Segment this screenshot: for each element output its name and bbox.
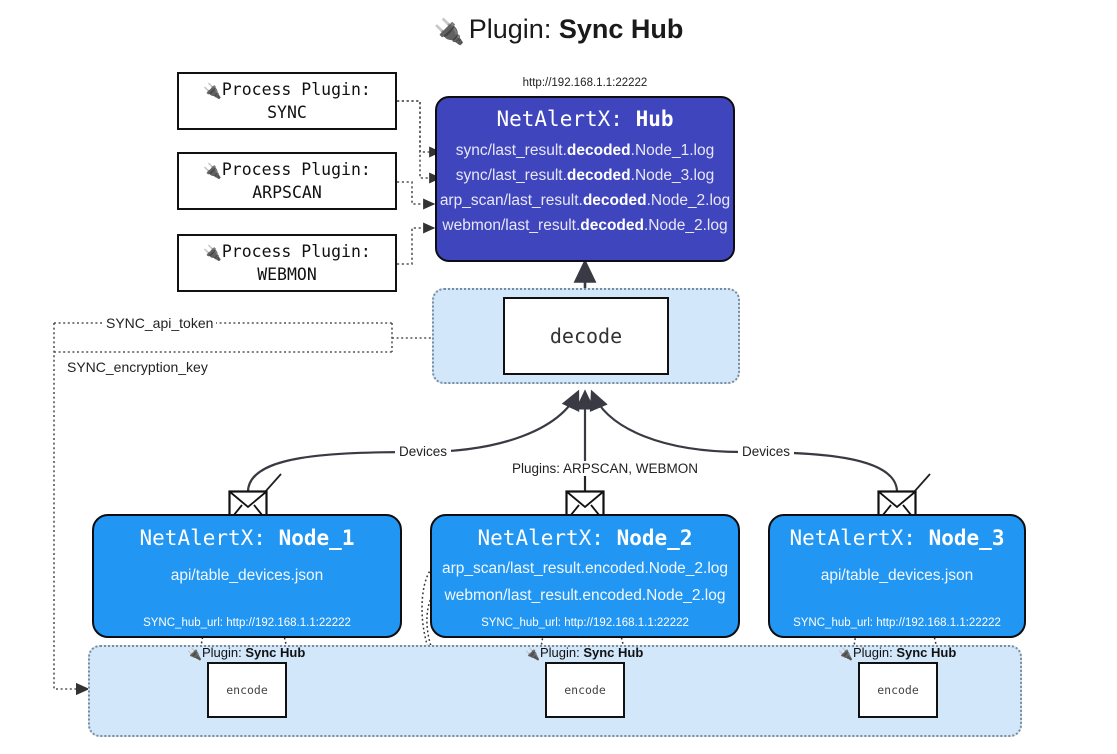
hub-url-label: http://192.168.1.1:22222 — [522, 77, 648, 89]
node-app: NetAlertX: — [789, 526, 916, 550]
decode-box[interactable]: decode — [503, 297, 669, 375]
hub-log-line: sync/last_result.decoded.Node_1.log — [455, 142, 715, 159]
node-name: Node_1 — [278, 526, 355, 550]
encoder-prefix: Plugin: — [852, 645, 893, 660]
devices-label-left: Devices — [395, 444, 452, 459]
hub-log-list: sync/last_result.decoded.Node_1.log sync… — [437, 138, 733, 238]
process-plugin-name: ARPSCAN — [252, 183, 322, 202]
sync-api-token-label: SYNC_api_token — [103, 315, 217, 331]
process-plugin-name: WEBMON — [257, 265, 317, 284]
process-plugin-arpscan[interactable]: 🔌Process Plugin: ARPSCAN — [177, 152, 397, 210]
page-title: 🔌Plugin: Sync Hub — [0, 14, 1117, 47]
node-hub-url: SYNC_hub_url: http://192.168.1.1:22222 — [143, 617, 351, 629]
node-name: Node_2 — [616, 526, 693, 550]
node-title: NetAlertX: Node_3 — [770, 526, 1024, 550]
hub-log-line: sync/last_result.decoded.Node_3.log — [455, 167, 715, 184]
hub-name: Hub — [635, 107, 674, 131]
process-plugin-label: Process Plugin: — [221, 160, 371, 179]
encode-label: encode — [226, 683, 268, 697]
plug-icon: 🔌 — [203, 82, 222, 100]
encoder-plugin-label-1: 🔌Plugin: Sync Hub — [187, 645, 305, 661]
process-plugin-label: Process Plugin: — [221, 80, 371, 99]
sync-encryption-key-label: SYNC_encryption_key — [64, 359, 211, 375]
node-resource-line: api/table_devices.json — [820, 567, 974, 584]
node-hub-url: SYNC_hub_url: http://192.168.1.1:22222 — [481, 617, 689, 629]
process-plugin-label: Process Plugin: — [221, 242, 371, 261]
process-plugin-webmon[interactable]: 🔌Process Plugin: WEBMON — [177, 234, 397, 292]
plug-icon: 🔌 — [187, 647, 202, 661]
hub-app: NetAlertX: — [496, 107, 623, 131]
node-title: NetAlertX: Node_1 — [94, 526, 400, 550]
encode-box-3[interactable]: encode — [858, 662, 938, 718]
encoder-plugin-label-3: 🔌Plugin: Sync Hub — [838, 645, 956, 661]
node-hub-url: SYNC_hub_url: http://192.168.1.1:22222 — [793, 617, 1001, 629]
encoder-prefix: Plugin: — [201, 645, 242, 660]
process-plugin-name: SYNC — [267, 103, 307, 122]
node-box-node-2[interactable]: NetAlertX: Node_2 arp_scan/last_result.e… — [430, 514, 740, 638]
hub-box[interactable]: NetAlertX: Hub sync/last_result.decoded.… — [435, 96, 735, 262]
node-resource-line: api/table_devices.json — [170, 567, 324, 584]
node-app: NetAlertX: — [477, 526, 604, 550]
encoder-prefix: Plugin: — [539, 645, 580, 660]
plug-icon: 🔌 — [203, 244, 222, 262]
hub-log-line: webmon/last_result.decoded.Node_2.log — [442, 217, 728, 234]
plug-icon: 🔌 — [203, 162, 222, 180]
title-name: Sync Hub — [558, 14, 684, 44]
devices-label-right: Devices — [738, 444, 795, 459]
node-name: Node_3 — [928, 526, 1005, 550]
node-box-node-3[interactable]: NetAlertX: Node_3 api/table_devices.json… — [768, 514, 1026, 638]
node-resource-line: webmon/last_result.encoded.Node_2.log — [444, 587, 726, 604]
node-app: NetAlertX: — [139, 526, 266, 550]
node-title: NetAlertX: Node_2 — [432, 526, 738, 550]
encode-label: encode — [877, 683, 919, 697]
hub-title: NetAlertX: Hub — [437, 107, 733, 131]
plug-icon: 🔌 — [433, 18, 465, 46]
encoder-name: Sync Hub — [245, 645, 306, 660]
encode-box-2[interactable]: encode — [545, 662, 625, 718]
decode-label: decode — [549, 324, 623, 348]
title-prefix: Plugin: — [468, 14, 552, 44]
hub-log-line: arp_scan/last_result.decoded.Node_2.log — [439, 192, 731, 209]
plug-icon: 🔌 — [525, 647, 540, 661]
encoder-name: Sync Hub — [583, 645, 644, 660]
encode-label: encode — [564, 683, 606, 697]
encoder-plugin-label-2: 🔌Plugin: Sync Hub — [525, 645, 643, 661]
plug-icon: 🔌 — [838, 647, 853, 661]
plugins-label-center: Plugins: ARPSCAN, WEBMON — [508, 461, 703, 476]
encode-box-1[interactable]: encode — [207, 662, 287, 718]
encoder-name: Sync Hub — [896, 645, 957, 660]
process-plugin-sync[interactable]: 🔌Process Plugin: SYNC — [177, 72, 397, 130]
node-resource-line: arp_scan/last_result.encoded.Node_2.log — [441, 560, 729, 577]
node-box-node-1[interactable]: NetAlertX: Node_1 api/table_devices.json… — [92, 514, 402, 638]
